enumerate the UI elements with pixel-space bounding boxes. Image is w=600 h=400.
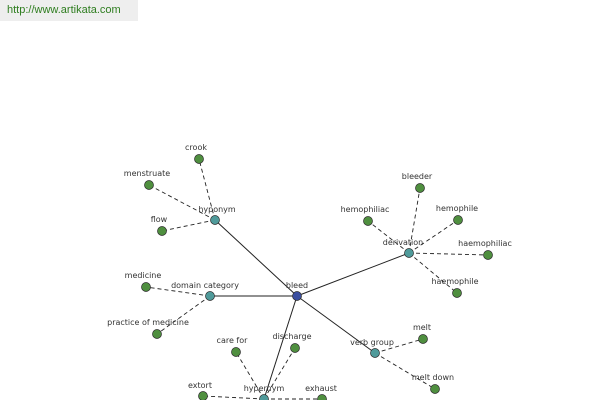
leaf-node-bleeder-dot[interactable]: [415, 183, 425, 193]
leaf-node-care-for-dot[interactable]: [231, 347, 241, 357]
edge-bleed-verb-group: [296, 295, 376, 354]
edge-derivation-haemophile: [408, 252, 458, 294]
leaf-node-haemophile[interactable]: haemophile: [431, 277, 479, 298]
relation-node-derivation-label[interactable]: derivation: [383, 238, 423, 247]
leaf-node-melt-down[interactable]: melt down: [412, 373, 454, 394]
edge-bleed-derivation: [296, 252, 410, 297]
leaf-node-bleeder[interactable]: bleeder: [402, 172, 433, 193]
edge-hypernym-extort: [202, 395, 265, 400]
leaf-node-flow[interactable]: flow: [151, 215, 168, 236]
leaf-node-menstruate[interactable]: menstruate: [124, 169, 170, 190]
edge-derivation-bleeder: [408, 187, 421, 254]
leaf-node-menstruate-dot[interactable]: [144, 180, 154, 190]
leaf-node-haemophiliac[interactable]: haemophiliac: [458, 239, 512, 260]
leaf-node-flow-label[interactable]: flow: [151, 215, 168, 224]
relation-node-hyponym-label[interactable]: hyponym: [198, 205, 236, 214]
leaf-node-crook-label[interactable]: crook: [185, 143, 207, 152]
leaf-node-melt-label[interactable]: melt: [413, 323, 431, 332]
leaf-node-practice-of-medicine-label[interactable]: practice of medicine: [107, 318, 189, 327]
relation-node-verb-group[interactable]: verb group: [350, 338, 394, 358]
leaf-node-exhaust[interactable]: exhaust: [305, 384, 337, 400]
edge-domain-category-medicine: [145, 286, 211, 297]
edge-bleed-hyponym: [214, 219, 298, 297]
leaf-node-practice-of-medicine-dot[interactable]: [152, 329, 162, 339]
leaf-node-care-for-label[interactable]: care for: [217, 336, 249, 345]
leaf-node-medicine-label[interactable]: medicine: [125, 271, 162, 280]
center-node-bleed[interactable]: bleed: [286, 281, 308, 301]
leaf-node-hemophile-label[interactable]: hemophile: [436, 204, 478, 213]
leaf-node-haemophile-label[interactable]: haemophile: [431, 277, 478, 286]
edge-hyponym-flow: [161, 219, 216, 232]
leaf-node-hemophile[interactable]: hemophile: [436, 204, 478, 225]
leaf-node-medicine[interactable]: medicine: [125, 271, 162, 292]
leaf-node-melt-down-label[interactable]: melt down: [412, 373, 454, 382]
center-node-bleed-label[interactable]: bleed: [286, 281, 308, 290]
leaf-node-crook-dot[interactable]: [194, 154, 204, 164]
leaf-node-haemophile-dot[interactable]: [452, 288, 462, 298]
leaf-node-bleeder-label[interactable]: bleeder: [402, 172, 433, 181]
relation-node-derivation[interactable]: derivation: [383, 238, 423, 258]
relation-node-hyponym[interactable]: hyponym: [198, 205, 236, 225]
leaf-node-extort[interactable]: extort: [188, 381, 212, 400]
edge-hypernym-discharge: [263, 347, 296, 400]
relation-node-hyponym-dot[interactable]: [210, 215, 220, 225]
relation-node-domain-category-label[interactable]: domain category: [171, 281, 239, 290]
leaf-node-hemophile-dot[interactable]: [453, 215, 463, 225]
leaf-node-medicine-dot[interactable]: [141, 282, 151, 292]
leaf-node-extort-dot[interactable]: [198, 391, 208, 400]
leaf-node-discharge[interactable]: discharge: [273, 332, 312, 353]
leaf-node-haemophiliac-label[interactable]: haemophiliac: [458, 239, 512, 248]
edge-verb-group-melt: [374, 338, 424, 354]
leaf-node-exhaust-dot[interactable]: [317, 394, 327, 400]
edge-derivation-haemophiliac: [408, 252, 489, 256]
leaf-node-haemophiliac-dot[interactable]: [483, 250, 493, 260]
edge-bleed-hypernym: [263, 295, 298, 400]
site-url-link[interactable]: http://www.artikata.com: [7, 4, 121, 16]
edge-verb-group-melt-down: [374, 352, 436, 390]
leaf-node-practice-of-medicine[interactable]: practice of medicine: [107, 318, 189, 339]
relation-node-hypernym-label[interactable]: hypernym: [244, 384, 285, 393]
edge-domain-category-practice-of-medicine: [156, 295, 211, 335]
leaf-node-flow-dot[interactable]: [157, 226, 167, 236]
center-node-bleed-dot[interactable]: [292, 291, 302, 301]
relation-node-verb-group-label[interactable]: verb group: [350, 338, 394, 347]
leaf-node-hemophiliac[interactable]: hemophiliac: [341, 205, 390, 226]
relation-node-hypernym-dot[interactable]: [259, 394, 269, 400]
relation-node-verb-group-dot[interactable]: [370, 348, 380, 358]
edge-hyponym-crook: [198, 158, 216, 221]
edge-derivation-hemophile: [408, 219, 459, 254]
leaf-node-extort-label[interactable]: extort: [188, 381, 212, 390]
leaf-node-melt-dot[interactable]: [418, 334, 428, 344]
leaf-node-hemophiliac-label[interactable]: hemophiliac: [341, 205, 390, 214]
leaf-node-crook[interactable]: crook: [185, 143, 207, 164]
leaf-node-discharge-label[interactable]: discharge: [273, 332, 312, 341]
leaf-node-hemophiliac-dot[interactable]: [363, 216, 373, 226]
relation-node-domain-category-dot[interactable]: [205, 291, 215, 301]
leaf-node-discharge-dot[interactable]: [290, 343, 300, 353]
edge-hyponym-menstruate: [148, 184, 216, 221]
leaf-node-exhaust-label[interactable]: exhaust: [305, 384, 337, 393]
edge-hypernym-care-for: [235, 351, 265, 400]
leaf-node-melt-down-dot[interactable]: [430, 384, 440, 394]
leaf-node-melt[interactable]: melt: [413, 323, 431, 344]
relation-node-derivation-dot[interactable]: [404, 248, 414, 258]
leaf-node-menstruate-label[interactable]: menstruate: [124, 169, 170, 178]
edge-derivation-hemophiliac: [367, 220, 410, 254]
relation-node-domain-category[interactable]: domain category: [171, 281, 239, 301]
relation-node-hypernym[interactable]: hypernym: [244, 384, 285, 400]
graph-nodes: crook menstruate flow hyponym bleeder hemophi…: [107, 143, 512, 400]
leaf-node-care-for[interactable]: care for: [217, 336, 249, 357]
url-bar: http://www.artikata.com: [0, 0, 138, 21]
graph-edges: [145, 158, 489, 400]
